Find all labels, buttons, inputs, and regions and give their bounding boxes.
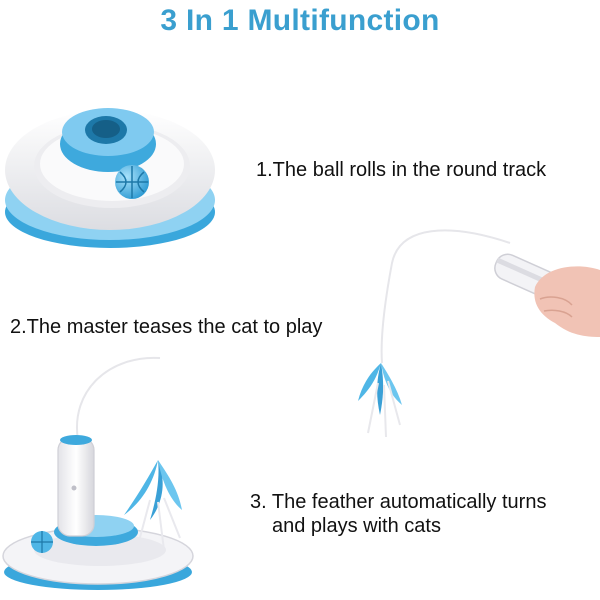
feature-caption-ball-track: 1.The ball rolls in the round track [256,159,547,181]
feature-caption-feather-turns: 3. The feather automatically turns and p… [250,491,546,537]
track-toy-image [5,108,215,248]
hand-wand-image [358,229,600,438]
feature-caption-line-2: and plays with cats [272,515,441,537]
feature-caption-line-1: 3. The feather automatically turns [250,491,547,513]
feature-caption-master-tease: 2.The master teases the cat to play [10,316,323,338]
full-toy-image [2,356,194,590]
page-title: 3 In 1 Multifunction [160,4,440,37]
